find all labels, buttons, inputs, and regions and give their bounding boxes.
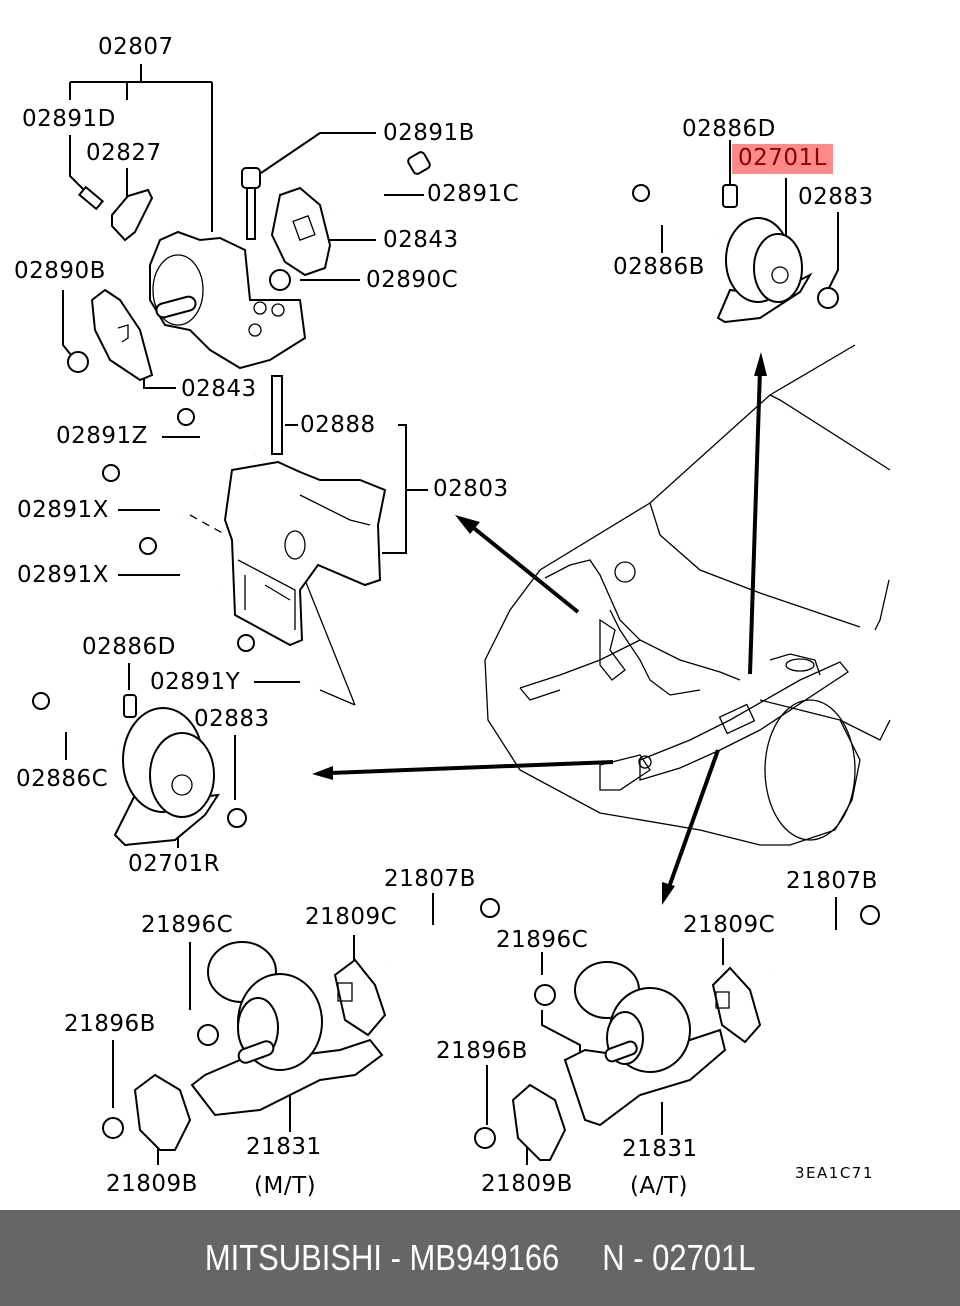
part-engine-mount-bracket	[67, 151, 431, 382]
label-21809B-left: 21809B	[106, 1171, 198, 1197]
part-mount-21831-at	[474, 905, 880, 1161]
part-bracket-02803	[102, 375, 387, 687]
label-02891B: 02891B	[383, 120, 475, 146]
label-02891X-b: 02891X	[17, 562, 109, 588]
label-02807: 02807	[98, 34, 174, 60]
arrows	[312, 352, 767, 905]
label-02891X-a: 02891X	[17, 497, 109, 523]
label-21809B-right: 21809B	[481, 1171, 573, 1197]
car-outline	[484, 344, 891, 846]
label-02886D-right: 02886D	[682, 116, 776, 142]
part-mount-21831-mt	[102, 898, 500, 1151]
label-21831-mt: 21831	[246, 1134, 322, 1160]
label-21831-at: 21831	[622, 1136, 698, 1162]
label-mt: (M/T)	[254, 1173, 317, 1199]
label-21896C-left: 21896C	[141, 912, 234, 938]
label-21809C-left: 21809C	[305, 904, 398, 930]
part-mount-02701L	[632, 184, 839, 324]
label-02891Z: 02891Z	[56, 423, 148, 449]
label-02886B: 02886B	[613, 254, 705, 280]
parts-diagram	[32, 64, 891, 1165]
label-02890B: 02890B	[14, 258, 106, 284]
label-02891C: 02891C	[427, 181, 520, 207]
footer-bar: MITSUBISHI - MB949166 N - 02701L	[0, 1210, 960, 1306]
label-02883-left: 02883	[194, 706, 270, 732]
label-02843-mid: 02843	[181, 376, 257, 402]
label-21807B-left: 21807B	[384, 866, 476, 892]
label-02827: 02827	[86, 140, 162, 166]
label-21896B-left: 21896B	[64, 1011, 156, 1037]
label-02886D-left: 02886D	[82, 634, 176, 660]
diagram-code: 3EA1C71	[795, 1164, 874, 1182]
label-21807B-right: 21807B	[786, 868, 878, 894]
label-02701R: 02701R	[128, 851, 221, 877]
label-02891D: 02891D	[22, 106, 116, 132]
label-21809C-right: 21809C	[683, 912, 776, 938]
label-02701L-highlighted: 02701L	[732, 144, 833, 174]
part-mount-02701R	[32, 692, 247, 847]
label-21896B-right: 21896B	[436, 1038, 528, 1064]
footer-part-info: MITSUBISHI - MB949166 N - 02701L	[204, 1237, 756, 1278]
label-02803: 02803	[433, 476, 509, 502]
label-21896C-right: 21896C	[496, 927, 589, 953]
label-02890C: 02890C	[366, 267, 459, 293]
label-02891Y: 02891Y	[150, 669, 241, 695]
label-at: (A/T)	[630, 1173, 688, 1199]
label-02888: 02888	[300, 412, 376, 438]
label-02886C: 02886C	[16, 766, 109, 792]
leader-lines	[62, 64, 839, 1165]
label-02843-top: 02843	[383, 227, 459, 253]
label-02883-right: 02883	[798, 184, 874, 210]
